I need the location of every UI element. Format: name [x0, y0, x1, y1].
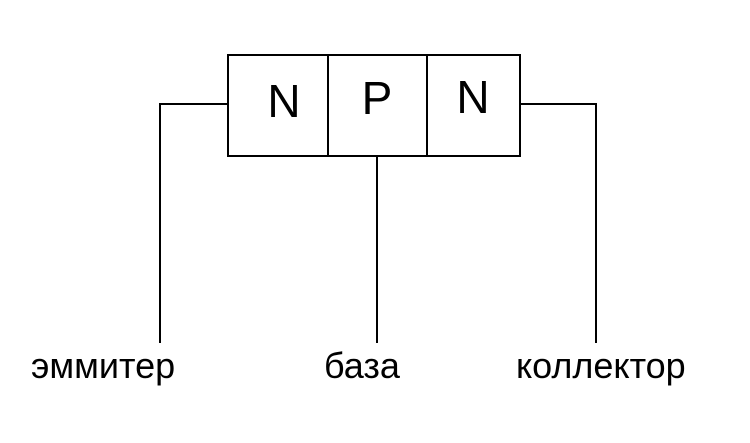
emitter-label: эммитер	[31, 345, 175, 386]
emitter-lead	[159, 103, 228, 343]
collector-label: коллектор	[516, 345, 686, 386]
semiconductor-block: N P N	[227, 54, 521, 157]
base-label: база	[324, 345, 401, 386]
layer-n-emitter-label: N	[267, 75, 300, 127]
leads	[159, 103, 597, 343]
collector-lead	[520, 103, 597, 343]
layer-p-base-label: P	[362, 72, 393, 124]
layer-n-collector-box	[426, 54, 521, 157]
terminal-labels: эммитер база коллектор	[31, 345, 686, 386]
layer-n-collector-label: N	[456, 71, 489, 123]
